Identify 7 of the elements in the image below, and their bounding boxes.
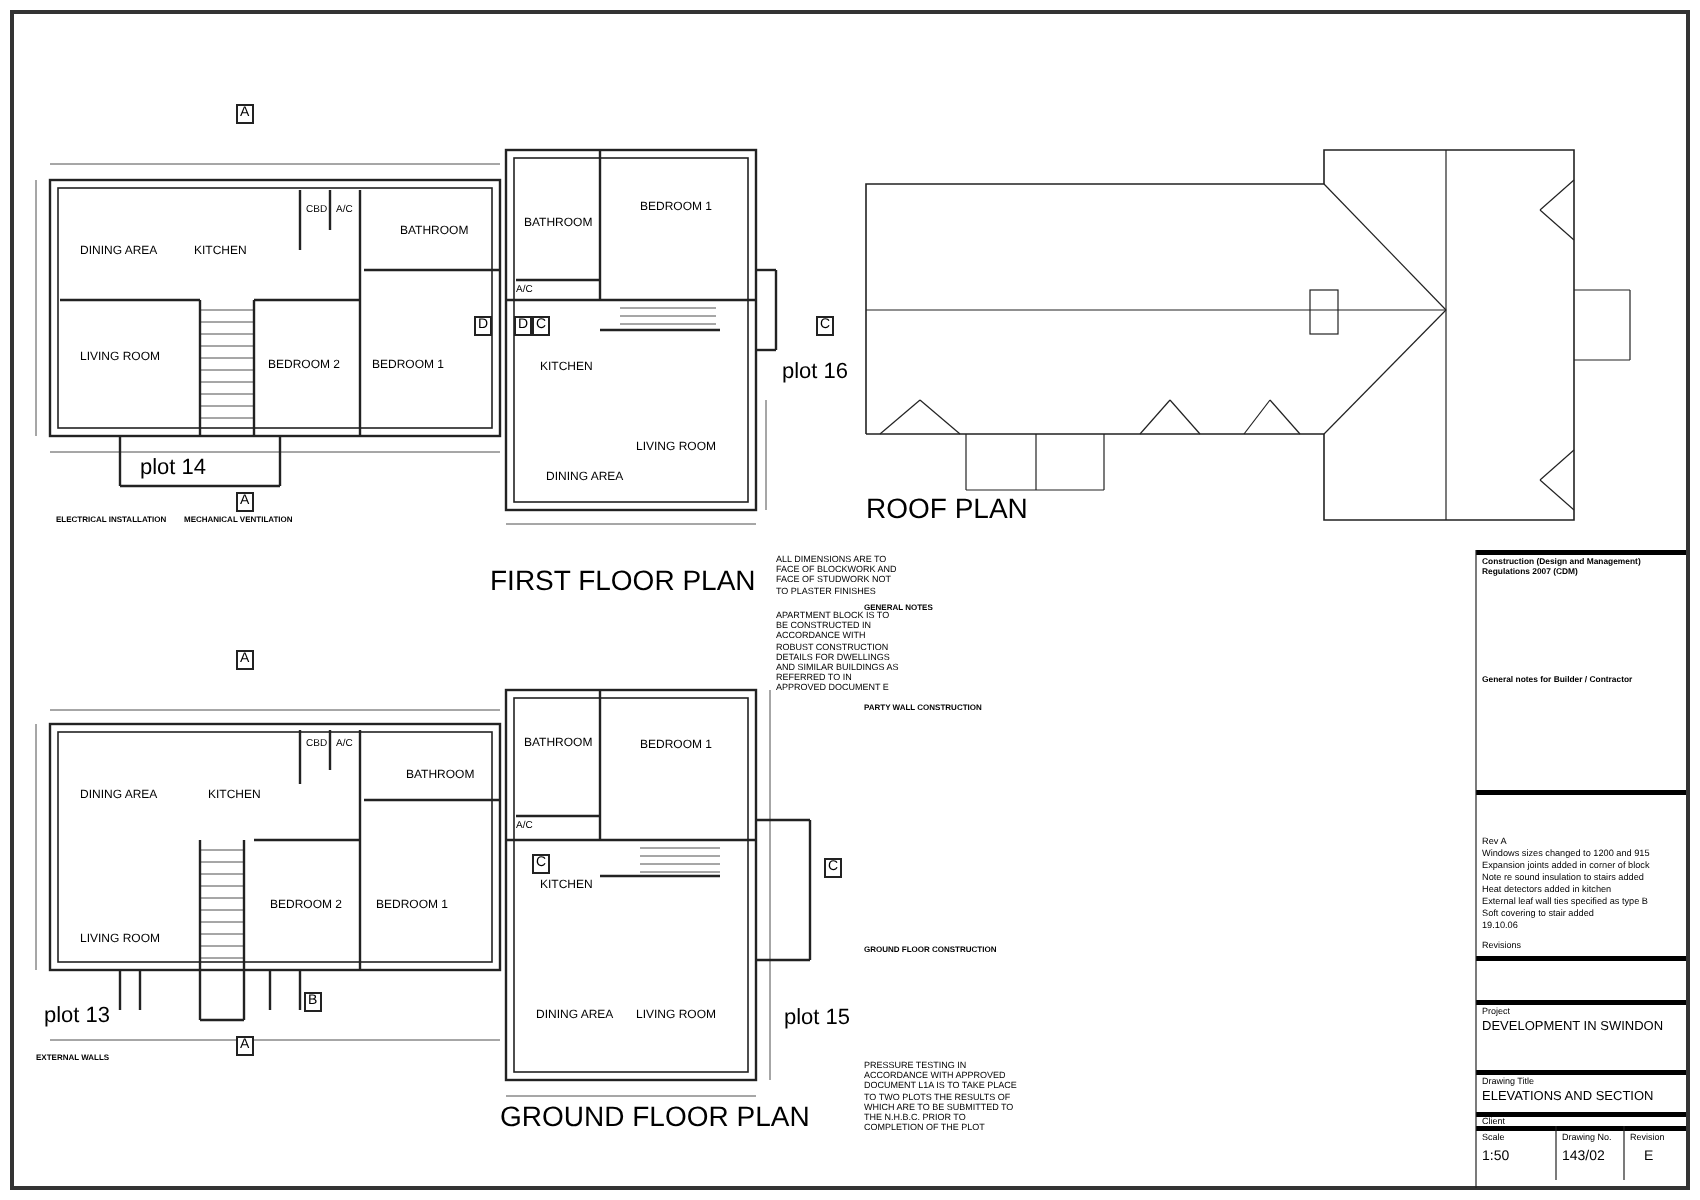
plot-label: plot 16: [782, 360, 849, 386]
plan-title: FIRST FLOOR PLAN: [490, 564, 756, 597]
plan-title: ROOF PLAN: [866, 492, 1028, 525]
plot-label: plot 14: [140, 456, 207, 482]
plot-label: plot 15: [784, 1006, 851, 1032]
plan-title: GROUND FLOOR PLAN: [500, 1100, 810, 1133]
plot-label: plot 13: [44, 1004, 111, 1030]
